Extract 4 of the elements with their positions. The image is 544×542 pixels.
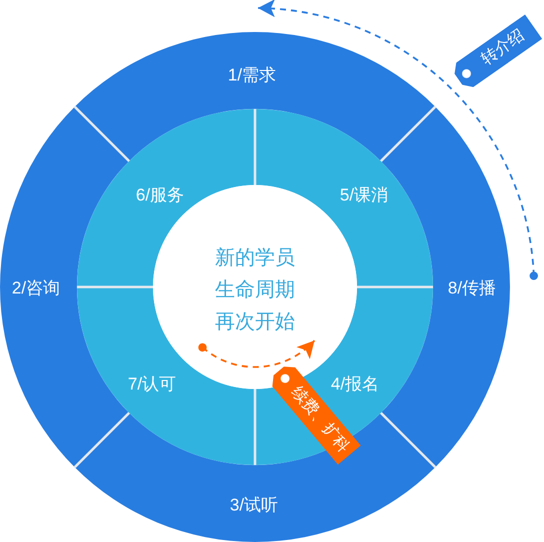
ring-segment: 1/需求 [74,32,436,162]
curved-arrow [198,340,316,368]
ring-segment: 2/咨询 [0,106,130,468]
curved-arrow [258,0,538,280]
